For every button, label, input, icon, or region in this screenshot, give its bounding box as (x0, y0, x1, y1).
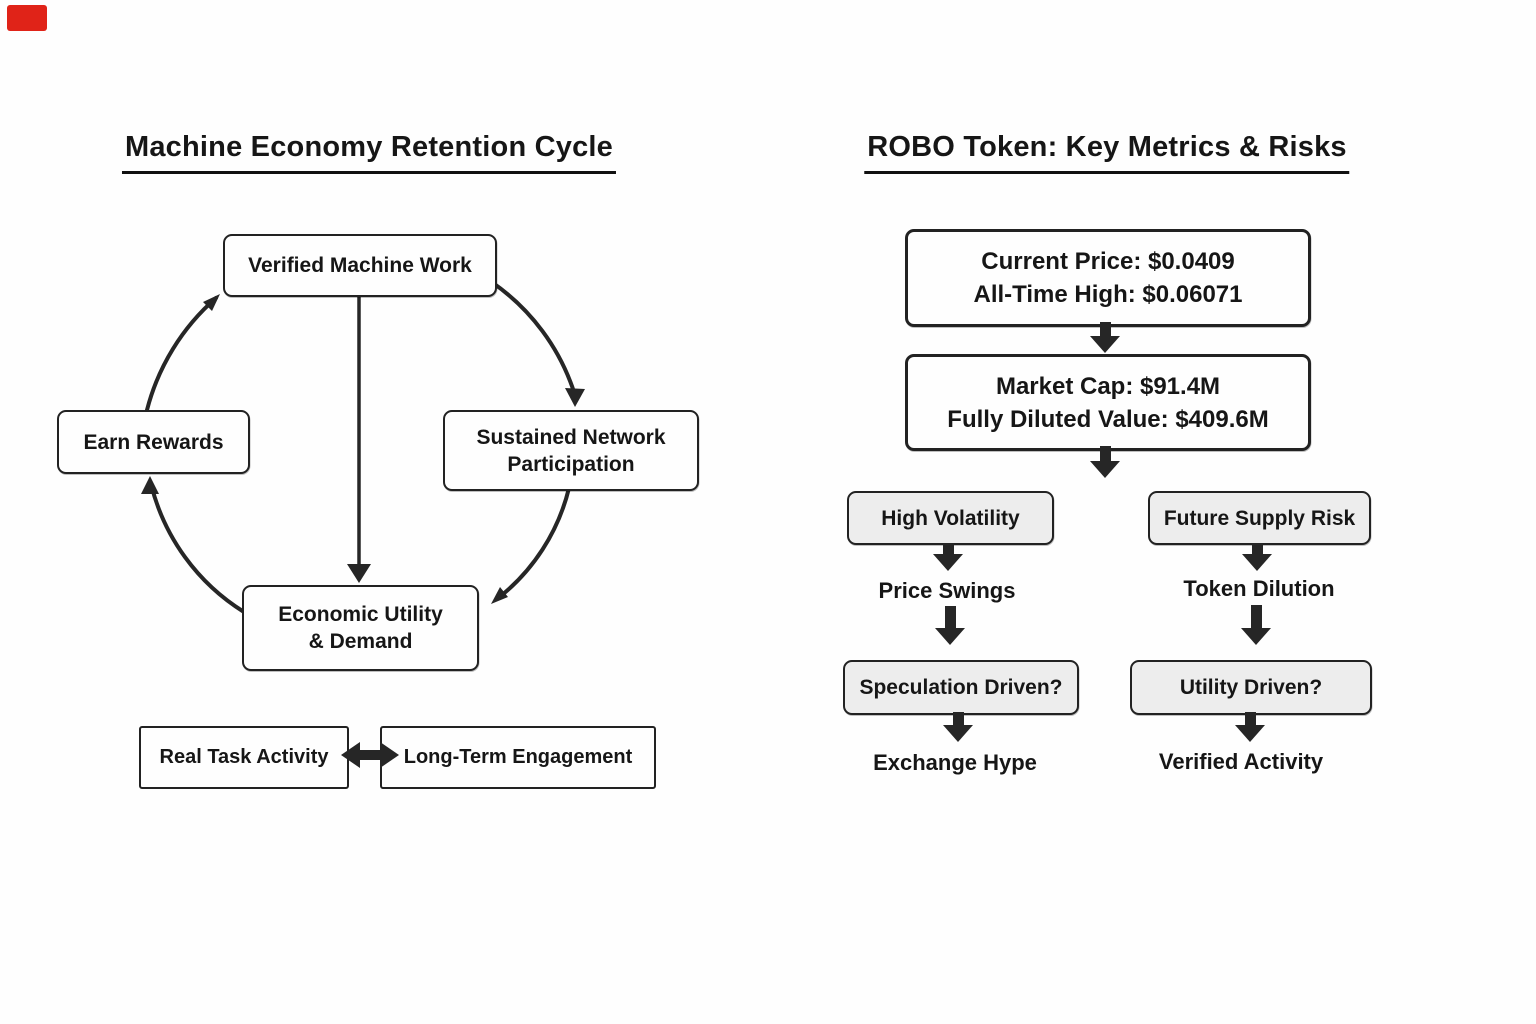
node-snp-line2: Participation (507, 452, 635, 476)
node-earn-rewards: Earn Rewards (57, 410, 250, 474)
arrowhead-left-icon (341, 742, 360, 768)
arrowhead-into-sustained-icon (565, 388, 585, 407)
metric-box-price: Current Price: $0.0409 All-Time High: $0… (905, 229, 1311, 327)
node-eud-line1: Economic Utility (278, 603, 443, 626)
down-arrow-fsr-icon (1242, 543, 1272, 571)
arrowhead-vertical-icon (347, 564, 371, 583)
down-arrow-spec-icon (943, 712, 973, 742)
node-real-task-activity: Real Task Activity (139, 726, 349, 789)
box-high-volatility: High Volatility (847, 491, 1054, 545)
label-exchange-hype: Exchange Hype (873, 750, 1037, 775)
node-sustained-network-participation: Sustained Network Participation (443, 410, 699, 491)
arc-verified-to-sustained (491, 281, 576, 394)
utility-driven-label: Utility Driven? (1179, 676, 1323, 699)
red-recording-marker (7, 5, 47, 31)
arc-sustained-to-economic (495, 486, 571, 601)
down-arrow-td-icon (1241, 605, 1271, 645)
box-speculation-driven: Speculation Driven? (843, 660, 1079, 715)
all-time-high-value: All-Time High: $0.06071 (973, 281, 1243, 308)
node-real-task-activity-label: Real Task Activity (159, 746, 329, 768)
future-supply-risk-label: Future Supply Risk (1163, 506, 1356, 530)
arc-economic-to-earn (149, 482, 246, 614)
double-arrow (341, 742, 399, 768)
arrowhead-right-icon (380, 742, 399, 768)
node-long-term-engagement-label: Long-Term Engagement (403, 746, 633, 768)
label-token-dilution: Token Dilution (1183, 576, 1335, 601)
down-arrow-util-icon (1235, 712, 1265, 742)
current-price-value: Current Price: $0.0409 (981, 248, 1235, 275)
cycle-arrows-svg (141, 281, 585, 614)
arc-earn-to-verified (145, 296, 218, 412)
down-arrow-ps-icon (935, 606, 965, 645)
node-snp-line1: Sustained Network (476, 425, 666, 449)
double-arrow-shaft (360, 750, 380, 760)
label-price-swings: Price Swings (878, 578, 1016, 603)
speculation-driven-label: Speculation Driven? (859, 676, 1063, 699)
box-future-supply-risk: Future Supply Risk (1148, 491, 1371, 545)
box-utility-driven: Utility Driven? (1130, 660, 1372, 715)
arrowhead-into-earn-icon (141, 476, 159, 494)
node-earn-rewards-label: Earn Rewards (83, 430, 224, 454)
arrowhead-into-verified-icon (203, 294, 220, 311)
metric-box-marketcap: Market Cap: $91.4M Fully Diluted Value: … (905, 354, 1311, 451)
node-verified-machine-work-label: Verified Machine Work (248, 254, 472, 277)
down-arrow-hv-icon (933, 543, 963, 571)
fully-diluted-value: Fully Diluted Value: $409.6M (947, 405, 1269, 433)
node-economic-utility-demand: Economic Utility & Demand (242, 585, 479, 671)
label-verified-activity: Verified Activity (1158, 749, 1324, 774)
high-volatility-label: High Volatility (881, 506, 1020, 530)
right-diagram-title: ROBO Token: Key Metrics & Risks (864, 131, 1350, 174)
node-long-term-engagement: Long-Term Engagement (380, 726, 656, 789)
arrowhead-into-economic-icon (491, 587, 508, 604)
left-diagram-title: Machine Economy Retention Cycle (121, 131, 617, 174)
down-arrow-1-icon (1090, 322, 1120, 353)
down-arrow-2-icon (1090, 446, 1120, 478)
market-cap-value: Market Cap: $91.4M (995, 372, 1221, 400)
node-verified-machine-work: Verified Machine Work (223, 234, 497, 297)
node-eud-line2: & Demand (308, 630, 413, 653)
